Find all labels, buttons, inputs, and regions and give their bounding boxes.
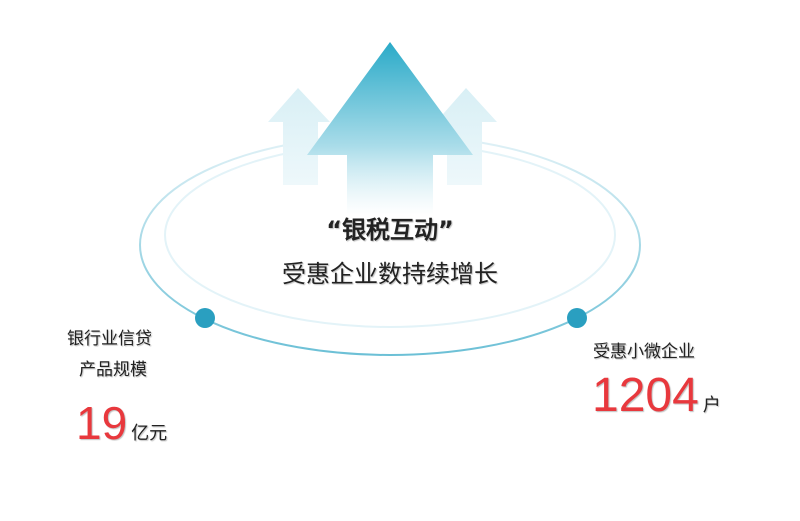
main-up-arrow-icon (307, 42, 473, 215)
left-stat-value: 19 (76, 397, 128, 449)
right-up-arrow-icon (436, 88, 497, 185)
right-orbit-dot (567, 308, 587, 328)
headline-subtitle: 受惠企业数持续增长 (282, 260, 498, 288)
left-stat-label-line2: 产品规模 (79, 360, 147, 380)
left-up-arrow-icon (268, 88, 330, 185)
right-stat-unit: 户 (702, 395, 721, 416)
left-stat-unit: 亿元 (131, 423, 168, 444)
left-stat-label-line1: 银行业信贷 (67, 329, 152, 349)
headline-title: “银税互动” (326, 216, 454, 244)
right-stat-label: 受惠小微企业 (593, 342, 695, 362)
left-orbit-dot (195, 308, 215, 328)
right-stat-value: 1204 (592, 369, 699, 422)
